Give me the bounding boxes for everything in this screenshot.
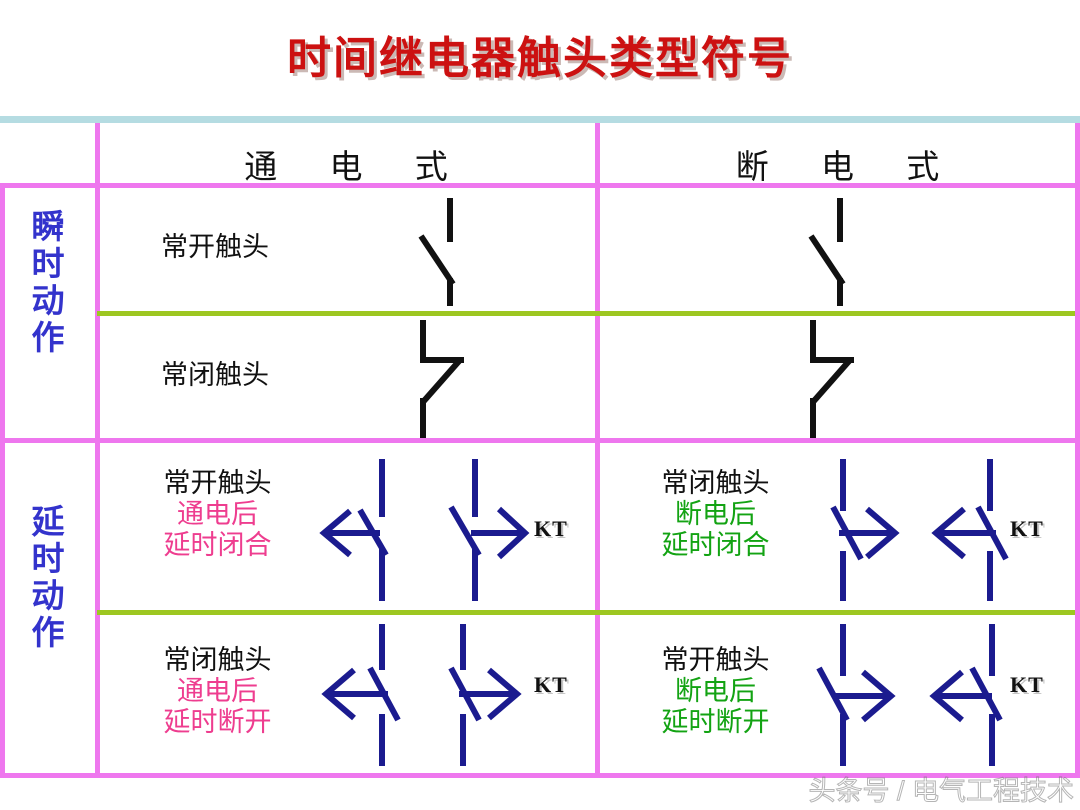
grid-vline-left-border [0,183,5,778]
cell-label-row4-right: 常开触头 断电后 延时断开 [608,645,823,737]
contact-name: 常闭触头 [163,645,272,675]
symbol-no-contact-left [418,198,456,306]
grid-vline-right-border [1075,123,1080,778]
contact-note-line1: 断电后 [675,498,756,529]
symbol-nc-contact-left [420,320,464,438]
cell-label-row2-left: 常闭触头 [110,360,320,391]
grid-olive-divider-2 [97,610,1075,615]
page-title: 时间继电器触头类型符号 [287,34,793,83]
group-label-char: 作 [31,320,65,357]
cell-label-row1-left: 常开触头 [110,232,320,263]
grid-hline-group-split [0,438,1080,443]
symbol-tag-kt-row3-right: KT [1010,516,1044,541]
grid-vline-center [595,123,600,778]
symbol-delay-nc-left-arc [321,624,401,766]
contact-note-line1: 通电后 [177,675,258,706]
symbol-nc-contact-right [810,320,854,438]
row-group-label-instantaneous: 瞬 时 动 作 [3,210,93,358]
symbol-delay-nc-right-arc [448,624,522,766]
symbol-tag-kt-row4-left: KT [534,672,568,697]
symbol-delay-no-right-arc [816,624,896,766]
row-group-label-delayed: 延 时 动 作 [3,505,93,653]
contact-name: 常闭触头 [661,468,770,498]
group-label-char: 瞬 [31,210,65,246]
contact-note-line2: 延时断开 [163,706,272,737]
contact-note-line2: 延时断开 [661,706,770,737]
group-label-char: 动 [31,578,65,615]
symbol-tag-kt-row3-left: KT [534,516,568,541]
symbol-no-contact-right [808,198,846,306]
cell-label-row3-right: 常闭触头 断电后 延时闭合 [608,468,823,560]
group-label-char: 动 [31,283,65,320]
symbol-delay-open-left-arc [931,459,1009,601]
symbol-delay-open-right-arc [830,459,900,601]
top-cyan-rule [0,116,1080,123]
column-header-deenergize: 断 电 式 [735,150,962,186]
grid-vline-label-col [95,123,100,778]
column-header-energize: 通 电 式 [244,150,470,186]
symbol-delay-close-left-arc [319,459,389,601]
group-label-char: 延 [31,505,65,541]
contact-name: 常开触头 [661,645,770,675]
symbol-tag-kt-row4-right: KT [1010,672,1044,697]
contact-note-line1: 断电后 [675,675,756,706]
grid-olive-divider-1 [97,311,1075,316]
symbol-delay-close-right-arc [448,459,530,601]
grid-hline-header-bottom [0,183,1080,188]
contact-name: 常开触头 [163,468,272,498]
symbol-delay-no-left-arc [929,624,1003,766]
contact-name: 常开触头 [161,232,269,262]
contact-note-line2: 延时闭合 [661,529,770,560]
contact-name: 常闭触头 [161,360,269,390]
cell-label-row3-left: 常开触头 通电后 延时闭合 [110,468,325,560]
grid-hline-table-bottom [0,773,1080,778]
group-label-char: 时 [31,541,65,578]
group-label-char: 时 [31,246,65,283]
watermark-text: 头条号 / 电气工程技术 [808,776,1075,807]
group-label-char: 作 [31,615,65,652]
contact-note-line2: 延时闭合 [163,529,272,560]
cell-label-row4-left: 常闭触头 通电后 延时断开 [110,645,325,737]
contact-note-line1: 通电后 [177,498,258,529]
